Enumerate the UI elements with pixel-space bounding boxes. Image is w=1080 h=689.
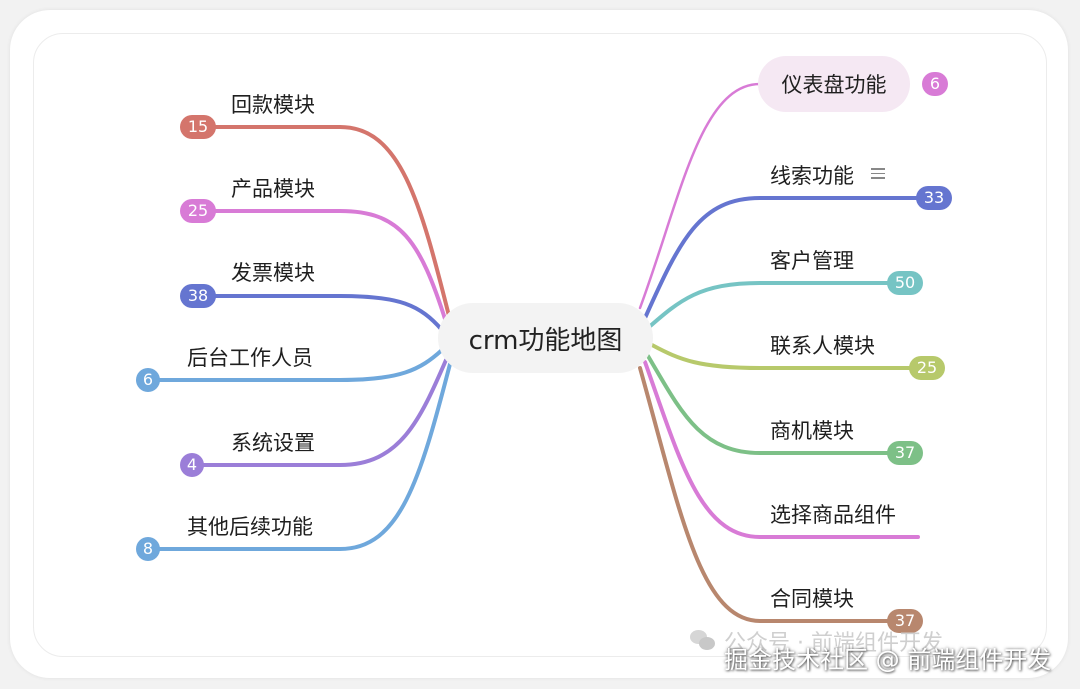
branch-label-dashboard: 仪表盘功能 (781, 73, 887, 97)
branch-label-contracts[interactable]: 合同模块 (770, 587, 854, 611)
edge-right-6 (643, 360, 920, 539)
juejin-watermark: 掘金技术社区 @ 前端组件开发 (724, 646, 1052, 674)
branch-label-product-picker[interactable]: 选择商品组件 (770, 503, 896, 527)
count-badge-opportunities[interactable]: 37 (887, 441, 923, 465)
edge-left-2 (194, 209, 448, 324)
count-badge-other[interactable]: 8 (136, 537, 160, 561)
branch-label-opportunities[interactable]: 商机模块 (770, 419, 854, 443)
count-badge-product[interactable]: 25 (180, 199, 216, 223)
edge-right-2 (643, 196, 934, 320)
count-badge-dashboard[interactable]: 6 (922, 72, 948, 96)
branch-label-contacts[interactable]: 联系人模块 (770, 334, 875, 358)
edge-right-4 (650, 343, 927, 370)
branch-node-dashboard[interactable]: 仪表盘功能 (758, 56, 910, 112)
wechat-watermark: 公众号 · 前端组件开发 (690, 625, 943, 657)
branch-label-customers[interactable]: 客户管理 (770, 249, 854, 273)
branch-label-leads[interactable]: 线索功能 (770, 164, 854, 188)
count-badge-settings[interactable]: 4 (180, 453, 204, 477)
branch-label-payment[interactable]: 回款模块 (231, 93, 315, 117)
branch-label-product[interactable]: 产品模块 (231, 177, 315, 201)
central-topic-label: crm功能地图 (468, 325, 623, 356)
notes-icon[interactable] (871, 168, 885, 180)
edge-left-3 (194, 294, 444, 332)
count-badge-contacts[interactable]: 25 (909, 356, 945, 380)
edge-left-1 (194, 125, 452, 322)
edge-right-1 (638, 82, 762, 310)
wechat-watermark-text: 公众号 · 前端组件开发 (724, 631, 943, 656)
edge-left-4 (146, 348, 444, 382)
edge-left-5 (190, 358, 448, 467)
edge-left-6 (146, 362, 452, 551)
branch-label-staff[interactable]: 后台工作人员 (187, 346, 313, 370)
branch-label-invoice[interactable]: 发票模块 (231, 261, 315, 285)
branch-label-settings[interactable]: 系统设置 (231, 431, 315, 455)
edge-right-7 (638, 366, 906, 623)
central-topic[interactable]: crm功能地图 (438, 303, 653, 373)
count-badge-payment[interactable]: 15 (180, 115, 216, 139)
branch-label-other[interactable]: 其他后续功能 (187, 515, 313, 539)
wechat-icon (690, 630, 716, 652)
edge-right-3 (646, 281, 906, 330)
count-badge-customers[interactable]: 50 (887, 271, 923, 295)
edge-right-5 (646, 354, 906, 455)
count-badge-invoice[interactable]: 38 (180, 284, 216, 308)
count-badge-staff[interactable]: 6 (136, 368, 160, 392)
count-badge-leads[interactable]: 33 (916, 186, 952, 210)
count-badge-contracts[interactable]: 37 (887, 609, 923, 633)
